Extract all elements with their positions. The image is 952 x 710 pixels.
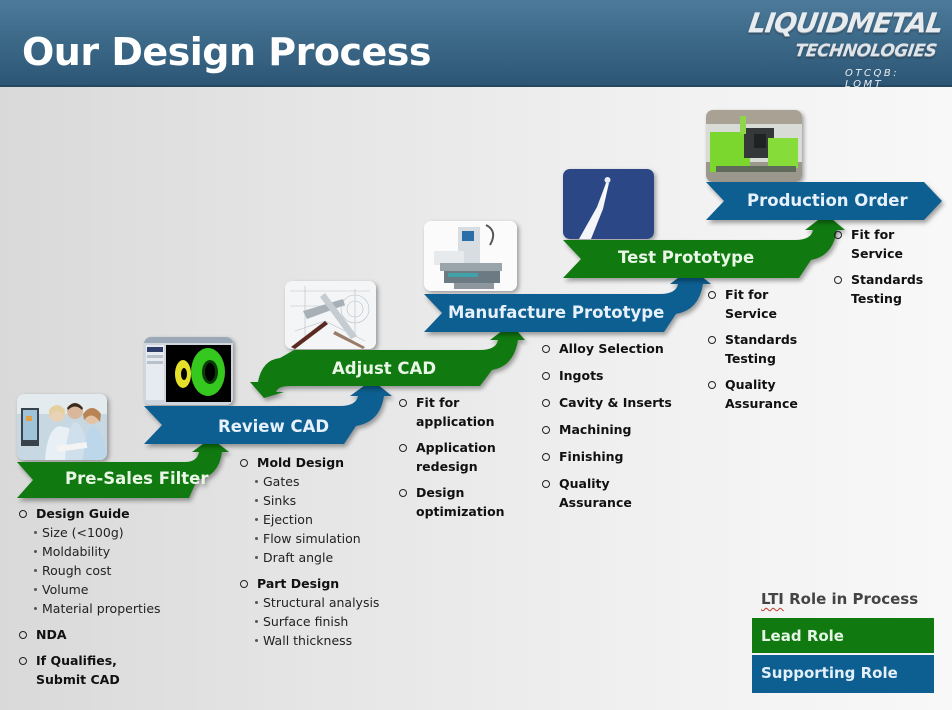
step-test-prototype[interactable]: Test Prototype (563, 214, 845, 278)
step-review-cad[interactable]: Review CAD (144, 380, 392, 444)
step-label: Pre-Sales Filter (65, 469, 209, 488)
sub-item: Gates (237, 472, 417, 491)
sub-item: Flow simulation (237, 529, 417, 548)
list-item: Finishing (539, 447, 689, 466)
list-item: Fit for Service (705, 285, 785, 323)
list-item: Mold Design (237, 453, 417, 472)
step-production-order[interactable]: Production Order (706, 182, 942, 220)
sub-item: Volume (16, 580, 216, 599)
cnc-machine-photo (424, 221, 517, 291)
sub-item: Material properties (16, 599, 216, 618)
list-item: Part Design (237, 574, 417, 593)
sub-item: Surface finish (237, 612, 417, 631)
rocket-launch-photo (563, 169, 654, 239)
list-item: Application redesign (396, 438, 511, 476)
list-item: Standards Testing (705, 330, 797, 368)
step-pre-sales-filter[interactable]: Pre-Sales Filter (17, 438, 231, 498)
step-label: Manufacture Prototype (448, 303, 665, 322)
list-item: Cavity & Inserts (539, 393, 689, 412)
legend-title-prefix: LTI (761, 590, 784, 608)
logo-wordmark: LIQUIDMETAL (746, 8, 945, 39)
list-item: NDA (16, 625, 216, 644)
stock-ticker: OTCQB: LQMT (845, 68, 900, 90)
list-item: Fit for Service (831, 225, 911, 263)
step-label: Production Order (747, 191, 908, 210)
list-item: Machining (539, 420, 689, 439)
sub-item: Draft angle (237, 548, 417, 567)
step-label: Review CAD (218, 417, 330, 436)
sub-item: Moldability (16, 542, 216, 561)
list-item: Quality Assurance (539, 474, 632, 512)
list-item: Alloy Selection (539, 339, 689, 358)
slide-title: Our Design Process (22, 30, 432, 74)
adjust-cad-details: Fit for application Application redesign… (396, 393, 511, 521)
legend-title-rest: Role in Process (783, 590, 919, 608)
legend-supporting-role: Supporting Role (752, 655, 934, 693)
team-at-computer-photo (17, 394, 107, 460)
injection-molding-machine-photo (706, 110, 802, 182)
step-manufacture-prototype[interactable]: Manufacture Prototype (424, 268, 711, 332)
list-item: Ingots (539, 366, 689, 385)
cad-gears-screenshot (144, 337, 233, 405)
list-item: Design Guide (16, 504, 216, 523)
step-label: Test Prototype (618, 248, 755, 267)
list-item: If Qualifies, Submit CAD (16, 651, 166, 689)
sub-item: Ejection (237, 510, 417, 529)
step-label: Adjust CAD (332, 359, 437, 378)
logo-subtitle: TECHNOLOGIES (793, 41, 938, 61)
sub-item: Size (<100g) (16, 523, 216, 542)
sub-item: Sinks (237, 491, 417, 510)
test-prototype-details: Fit for Service Standards Testing Qualit… (705, 285, 805, 413)
manufacture-prototype-details: Alloy Selection Ingots Cavity & Inserts … (539, 339, 689, 512)
step-adjust-cad[interactable]: Adjust CAD (250, 324, 525, 398)
role-legend: LTI Role in Process Lead Role Supporting… (752, 585, 934, 693)
legend-title: LTI Role in Process (752, 585, 934, 618)
review-cad-details: Mold Design Gates Sinks Ejection Flow si… (237, 453, 417, 650)
list-item: Standards Testing (831, 270, 923, 308)
slide-header: Our Design Process LIQUIDMETAL TECHNOLOG… (0, 0, 952, 90)
list-item: Fit for application (396, 393, 511, 431)
sub-item: Wall thickness (237, 631, 417, 650)
company-logo: LIQUIDMETAL TECHNOLOGIES OTCQB: LQMT (745, 8, 945, 90)
list-item: Design optimization (396, 483, 511, 521)
sub-item: Structural analysis (237, 593, 417, 612)
legend-lead-role: Lead Role (752, 618, 934, 655)
sub-item: Rough cost (16, 561, 216, 580)
production-order-details: Fit for Service Standards Testing (831, 225, 931, 308)
list-item: Quality Assurance (705, 375, 798, 413)
pre-sales-details: Design Guide Size (<100g) Moldability Ro… (16, 504, 216, 689)
calipers-drawing-photo (285, 281, 376, 349)
